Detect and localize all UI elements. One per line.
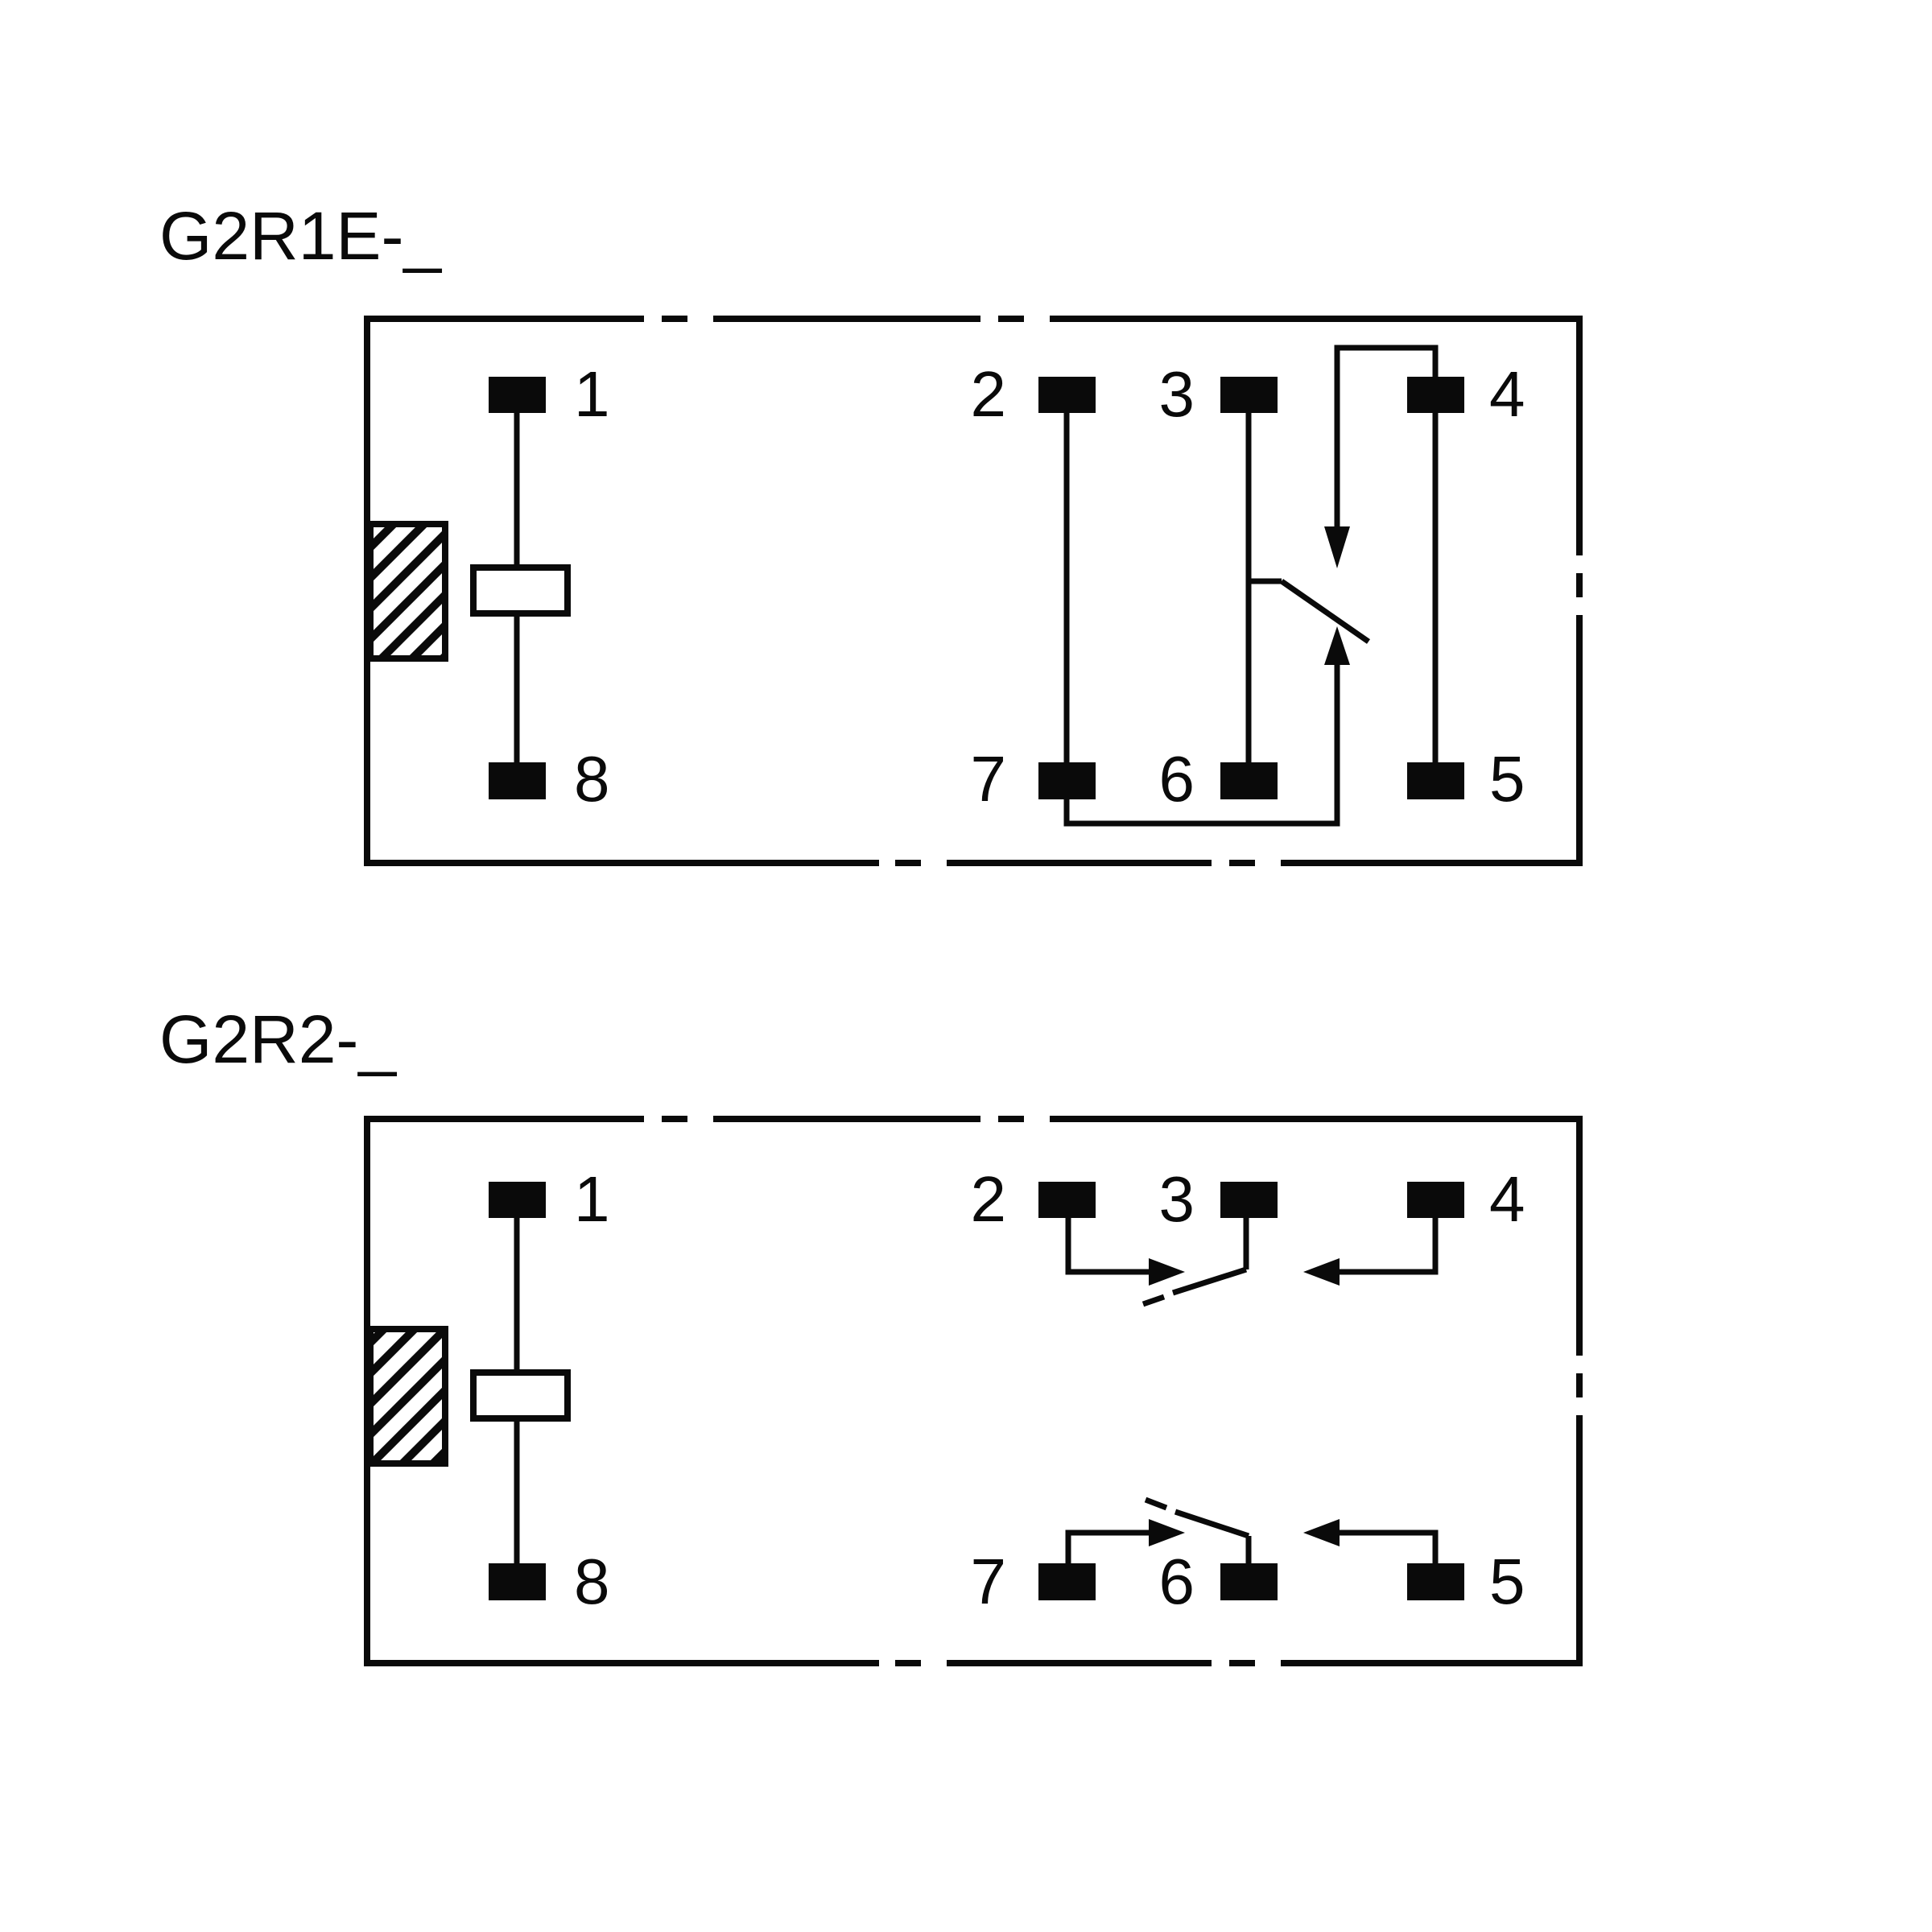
diagram-title: G2R1E-_ — [159, 198, 442, 274]
pin-labels: 1 2 3 4 5 6 7 8 — [574, 358, 1525, 815]
contact-group-upper — [1038, 1182, 1464, 1307]
pin-label-3: 3 — [1159, 358, 1195, 430]
mounting-hatch-icon — [367, 1326, 448, 1467]
right-arrow-icon — [1149, 1519, 1185, 1546]
pin-label-5: 5 — [1489, 743, 1525, 815]
contact-elbow-5 — [1340, 1530, 1439, 1563]
pin-pad-6 — [1220, 1563, 1278, 1600]
no-contact-link — [1063, 663, 1340, 827]
pin-pad-3 — [1220, 377, 1278, 413]
down-arrow-icon — [1324, 526, 1350, 568]
mounting-hatch-icon — [367, 521, 448, 662]
pin-label-1: 1 — [574, 358, 610, 430]
pin-pad-7 — [1038, 762, 1096, 799]
pin-label-6: 6 — [1159, 743, 1195, 815]
pin-label-1: 1 — [574, 1163, 610, 1235]
diagram-g2r2: G2R2-_ — [159, 1001, 1583, 1666]
pin-pad-8 — [489, 762, 546, 799]
pin-label-5: 5 — [1489, 1546, 1525, 1617]
pin-label-4: 4 — [1489, 1163, 1525, 1235]
right-arrow-icon — [1149, 1258, 1185, 1286]
pin-pad-3 — [1220, 1182, 1278, 1218]
coil-branch — [367, 1182, 571, 1600]
left-arrow-icon — [1303, 1519, 1340, 1546]
pin-pad-4 — [1407, 1182, 1464, 1218]
pin-label-6: 6 — [1159, 1546, 1195, 1617]
pin-labels: 1 2 3 4 5 6 7 8 — [574, 1163, 1525, 1617]
coil-branch — [367, 377, 571, 799]
pin-pad-4 — [1407, 377, 1464, 413]
pin-label-8: 8 — [574, 743, 610, 815]
movable-blade — [1280, 579, 1370, 644]
pin-label-7: 7 — [971, 1546, 1007, 1617]
pin-label-7: 7 — [971, 743, 1007, 815]
pin-pad-1 — [489, 377, 546, 413]
pin-pad-1 — [489, 1182, 546, 1218]
pin-pad-5 — [1407, 1563, 1464, 1600]
diagram-g2r1e: G2R1E-_ — [159, 198, 1583, 866]
contact-branch — [1038, 345, 1464, 827]
nc-contact-link — [1334, 345, 1439, 533]
case-outline — [364, 1116, 1583, 1666]
contact-elbow-2 — [1065, 1218, 1149, 1275]
left-arrow-icon — [1303, 1258, 1340, 1286]
pin-label-4: 4 — [1489, 358, 1525, 430]
case-outline — [364, 316, 1583, 866]
diagram-title: G2R2-_ — [159, 1001, 397, 1077]
pin-label-2: 2 — [971, 358, 1007, 430]
pin-label-2: 2 — [971, 1163, 1007, 1235]
blade-tip-tick — [1141, 1294, 1166, 1307]
pin-label-8: 8 — [574, 1546, 610, 1617]
pin-pad-2 — [1038, 1182, 1096, 1218]
blade-tip-tick — [1144, 1496, 1168, 1511]
coil-icon — [470, 1369, 571, 1422]
pin-pad-6 — [1220, 762, 1278, 799]
up-arrow-icon — [1324, 626, 1350, 665]
contact-group-lower — [1038, 1496, 1464, 1600]
pin-pad-8 — [489, 1563, 546, 1600]
coil-icon — [470, 564, 571, 617]
pin-pad-7 — [1038, 1563, 1096, 1600]
pin-label-3: 3 — [1159, 1163, 1195, 1235]
movable-blade — [1171, 1266, 1248, 1296]
contact-elbow-4 — [1340, 1218, 1439, 1275]
pin-pad-5 — [1407, 762, 1464, 799]
contact-elbow-7 — [1065, 1530, 1149, 1563]
pin-pad-2 — [1038, 377, 1096, 413]
movable-blade — [1174, 1509, 1250, 1539]
